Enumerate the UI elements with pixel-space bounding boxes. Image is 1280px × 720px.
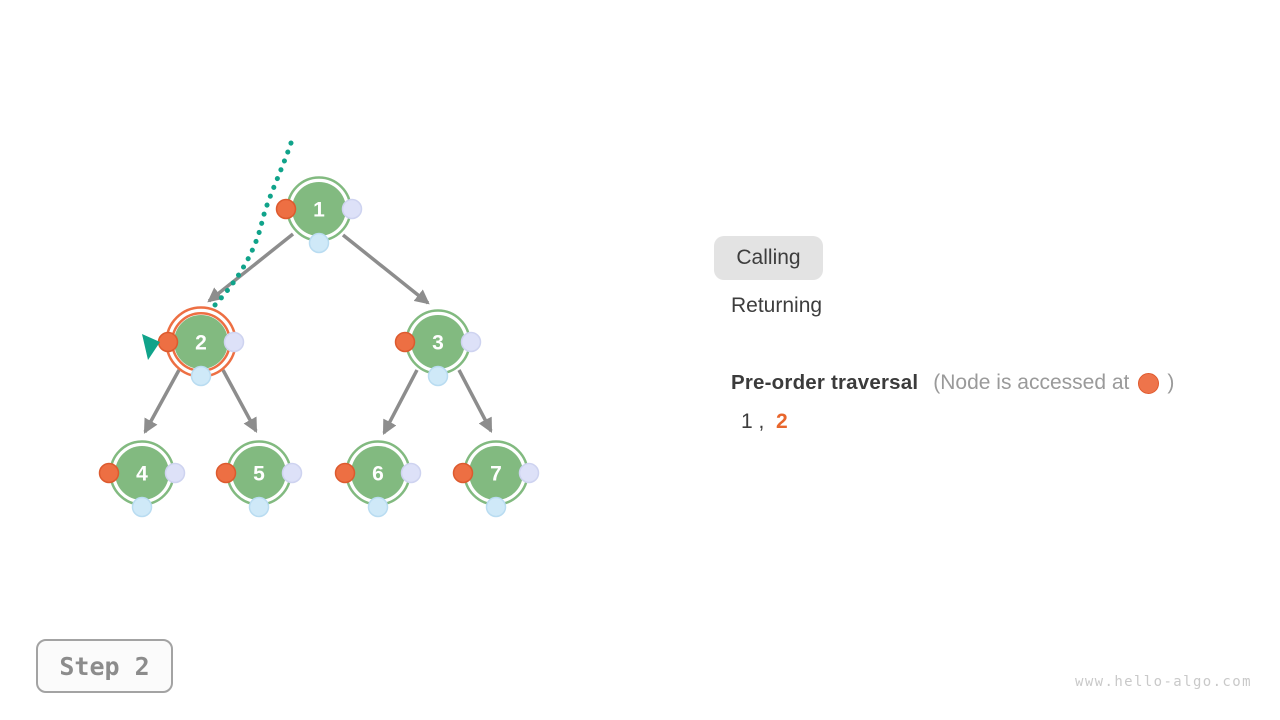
access-dot	[334, 462, 356, 484]
tree-edge-1-2	[207, 232, 295, 303]
mid-dot	[460, 331, 482, 353]
return-dot	[190, 365, 212, 387]
tree-edge-2-5	[221, 369, 258, 433]
access-dot	[275, 198, 297, 220]
step-indicator: Step 2	[36, 639, 173, 693]
binary-tree-diagram: 1 2 3 4 5 6 7	[98, 140, 540, 518]
traversal-sequence: 1 , 2	[741, 410, 788, 434]
mid-dot	[341, 198, 363, 220]
sequence-value: 1	[741, 410, 753, 433]
traversal-note: (Node is accessed at	[933, 371, 1130, 394]
return-dot	[367, 496, 389, 518]
node-value: 3	[432, 332, 444, 355]
node-value: 5	[253, 463, 265, 486]
node-value: 1	[313, 199, 325, 222]
tree-node-5: 5	[215, 440, 303, 518]
node-value: 2	[195, 332, 207, 355]
tree-edge-3-6	[382, 369, 419, 435]
traversal-note-close: )	[1167, 371, 1175, 394]
node-circle	[411, 315, 465, 369]
node-circle	[351, 446, 405, 500]
return-dot	[248, 496, 270, 518]
mid-dot	[400, 462, 422, 484]
pointer-arrowhead-icon	[142, 334, 160, 360]
access-dot	[157, 331, 179, 353]
node-value: 4	[136, 463, 148, 486]
access-dot	[394, 331, 416, 353]
tree-edge-2-4	[143, 369, 181, 434]
tree-node-2: 2	[157, 306, 245, 387]
mid-dot	[518, 462, 540, 484]
watermark: www.hello-algo.com	[1075, 674, 1252, 690]
node-circle	[232, 446, 286, 500]
access-dot	[452, 462, 474, 484]
mid-dot	[223, 331, 245, 353]
legend-returning-label: Returning	[731, 294, 823, 317]
legend-calling-label: Calling	[736, 246, 801, 269]
node-circle	[292, 182, 346, 236]
tree-edge-3-7	[457, 369, 493, 433]
sequence-value: 2	[776, 410, 788, 433]
node-value: 7	[490, 463, 502, 486]
step-label: Step 2	[59, 651, 150, 681]
tree-node-1: 1	[275, 176, 363, 254]
return-dot	[131, 496, 153, 518]
legend-calling-chip: Calling	[714, 236, 823, 280]
return-dot	[308, 232, 330, 254]
tree-edge-1-3	[341, 233, 430, 305]
mid-dot	[164, 462, 186, 484]
tree-node-6: 6	[334, 440, 422, 518]
return-dot	[427, 365, 449, 387]
tree-node-4: 4	[98, 440, 186, 518]
node-value: 6	[372, 463, 384, 486]
node-circle	[115, 446, 169, 500]
traversal-title-row: Pre-order traversal (Node is accessed at…	[731, 366, 1174, 400]
access-dot	[98, 462, 120, 484]
access-dot	[215, 462, 237, 484]
node-circle	[469, 446, 523, 500]
sequence-separator: ,	[752, 410, 777, 433]
access-marker-dot-icon	[1138, 372, 1160, 394]
tree-node-7: 7	[452, 440, 540, 518]
node-circle	[174, 315, 228, 369]
return-dot	[485, 496, 507, 518]
traversal-title: Pre-order traversal	[731, 371, 919, 394]
mid-dot	[281, 462, 303, 484]
tree-node-3: 3	[394, 309, 482, 387]
